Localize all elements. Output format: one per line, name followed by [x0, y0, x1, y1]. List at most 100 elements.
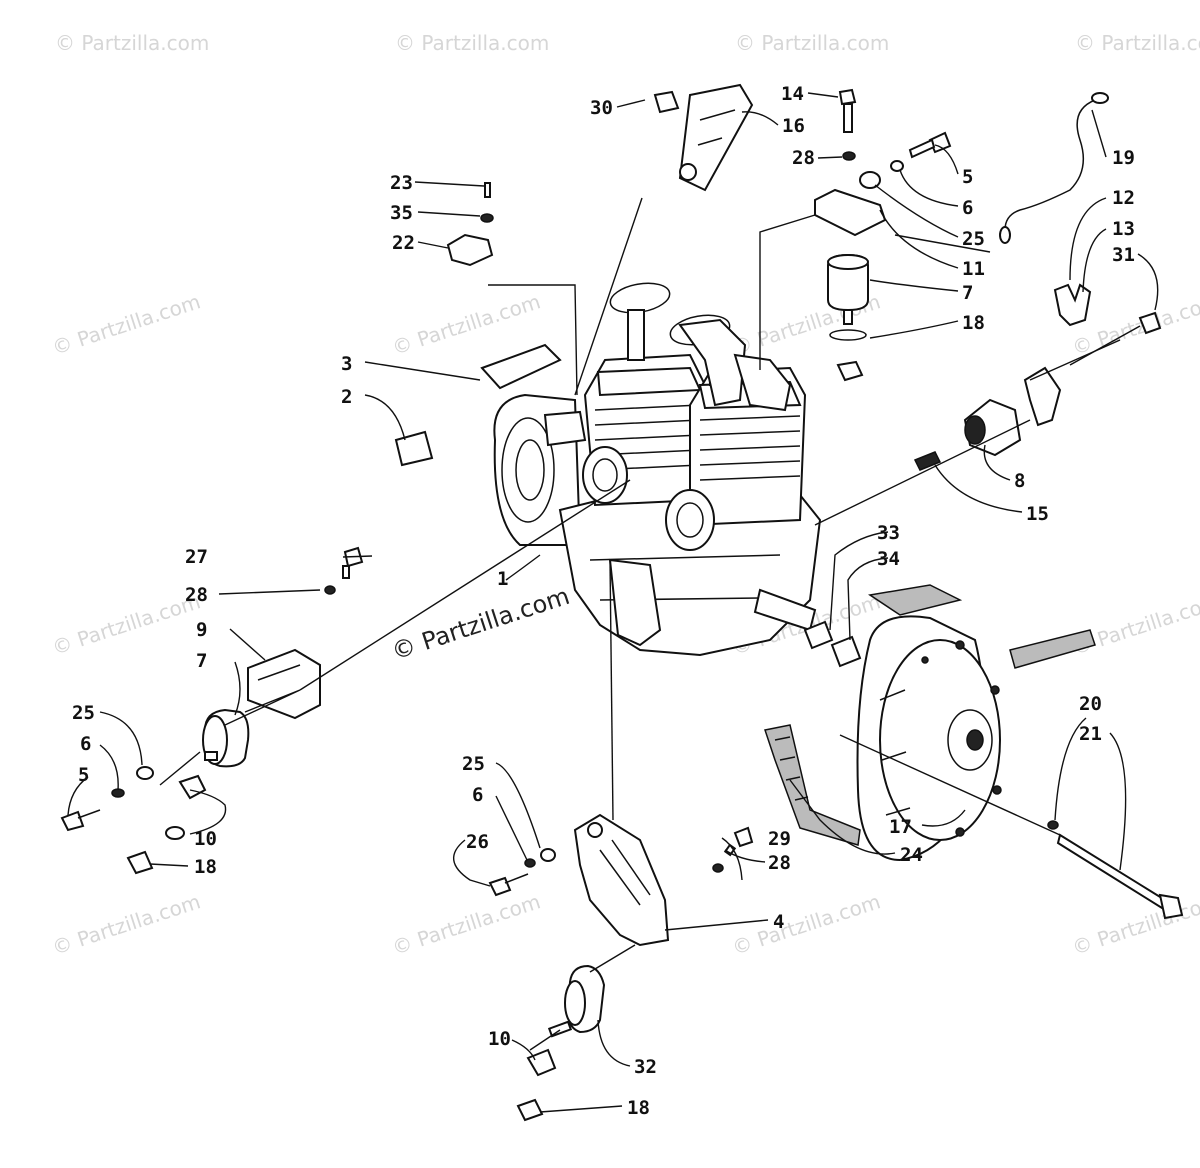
watermark: © Partzilla.com [389, 289, 543, 360]
part-30-clip [653, 90, 680, 114]
part-18-nut-lower [516, 1098, 544, 1122]
watermark: © Partzilla.com [49, 589, 203, 660]
callout-6-left: 6 [80, 733, 91, 755]
part-4-bracket [573, 813, 670, 947]
callout-18-lower: 18 [627, 1097, 650, 1119]
engine-assembly [493, 282, 822, 657]
part-6-lock-left [111, 788, 125, 798]
callout-15: 15 [1026, 503, 1049, 525]
part-28-washer-lower [712, 863, 724, 873]
callout-29: 29 [768, 828, 791, 850]
part-15-stud [913, 451, 942, 471]
part-6-lock-lower [524, 858, 536, 868]
callout-18-left: 18 [194, 856, 217, 878]
callout-34: 34 [877, 548, 900, 570]
callout-26: 26 [466, 831, 489, 853]
callout-35: 35 [390, 202, 413, 224]
callout-labels: 1 2 3 4 5 5 6 6 6 7 7 8 9 10 10 11 12 13… [72, 83, 1135, 1119]
callout-12: 12 [1112, 187, 1135, 209]
leader-lines [67, 92, 1159, 1113]
callout-10-left: 10 [194, 828, 217, 850]
callout-6-lower: 6 [472, 784, 483, 806]
part-19-wire [1004, 99, 1096, 231]
watermark: © Partzilla.com [1069, 589, 1200, 660]
watermark: © Partzilla.com [389, 889, 543, 960]
part-9-plate [247, 648, 321, 720]
part-18-nut-left [126, 850, 154, 875]
part-7-mount-left [202, 708, 250, 768]
watermark: © Partzilla.com [1069, 889, 1200, 960]
watermark: © Partzilla.com [55, 31, 209, 55]
callout-3: 3 [341, 353, 352, 375]
callout-30: 30 [590, 97, 613, 119]
watermark: © Partzilla.com [395, 31, 549, 55]
part-8-spacer [963, 398, 1022, 457]
callout-10-lower: 10 [488, 1028, 511, 1050]
part-34-spacer [830, 635, 862, 668]
part-21-bolt [1056, 833, 1184, 920]
part-28-washer-left [324, 585, 336, 595]
part-29-bolt [733, 826, 754, 848]
part-25-washer-left [136, 766, 154, 780]
callout-31: 31 [1112, 244, 1135, 266]
callout-22: 22 [392, 232, 415, 254]
callout-25-left: 25 [72, 702, 95, 724]
part-16-bracket [678, 83, 754, 192]
part-10-washer-lower [526, 1048, 557, 1077]
callout-14: 14 [781, 83, 804, 105]
callout-28-left: 28 [185, 584, 208, 606]
callout-7-top: 7 [962, 282, 973, 304]
callout-5-top: 5 [962, 166, 973, 188]
part-24-belt [764, 584, 1096, 846]
part-side-bracket [1023, 366, 1062, 427]
callout-8: 8 [1014, 470, 1025, 492]
center-watermark: © Partzilla.com [388, 582, 573, 666]
part-26-bolt [488, 876, 512, 897]
callout-17: 17 [889, 816, 912, 838]
part-20-washer [1047, 820, 1059, 830]
callout-7-left: 7 [196, 650, 207, 672]
watermark: © Partzilla.com [729, 889, 883, 960]
callout-32: 32 [634, 1056, 657, 1078]
callout-1: 1 [497, 568, 508, 590]
part-17-clutch [856, 615, 1002, 862]
watermark: © Partzilla.com [1075, 31, 1200, 55]
callout-18-top: 18 [962, 312, 985, 334]
part-10-washer-left [178, 774, 207, 800]
part-18-nut-upper [836, 360, 864, 382]
callout-27: 27 [185, 546, 208, 568]
callout-25-lower: 25 [462, 753, 485, 775]
part-2-label [394, 430, 434, 467]
part-3-decal [480, 343, 562, 390]
callout-2: 2 [341, 386, 352, 408]
callout-11: 11 [962, 258, 985, 280]
callout-9: 9 [196, 619, 207, 641]
watermark: © Partzilla.com [49, 289, 203, 360]
callout-4: 4 [773, 911, 784, 933]
part-31-bolt [1138, 311, 1162, 335]
part-7-mount-upper [827, 253, 869, 325]
callout-21: 21 [1079, 723, 1102, 745]
callout-28-top: 28 [792, 147, 815, 169]
callout-33: 33 [877, 522, 900, 544]
part-12-13-clips [1053, 283, 1092, 327]
part-33-spacer [803, 620, 834, 650]
callout-13: 13 [1112, 218, 1135, 240]
callout-23: 23 [390, 172, 413, 194]
part-washer-upper [829, 329, 867, 341]
parts-22-23-35 [446, 182, 494, 267]
part-25-washer-lower [540, 848, 556, 862]
callout-20: 20 [1079, 693, 1102, 715]
top-fasteners [838, 88, 952, 189]
callout-25-top: 25 [962, 228, 985, 250]
watermark: © Partzilla.com [735, 31, 889, 55]
part-11-bracket [814, 188, 887, 237]
callout-28-lower: 28 [768, 852, 791, 874]
callout-5-left: 5 [78, 764, 89, 786]
watermark: © Partzilla.com [49, 889, 203, 960]
part-5-bolt-left [60, 810, 85, 832]
callout-16: 16 [782, 115, 805, 137]
callout-24: 24 [900, 844, 923, 866]
callout-19: 19 [1112, 147, 1135, 169]
